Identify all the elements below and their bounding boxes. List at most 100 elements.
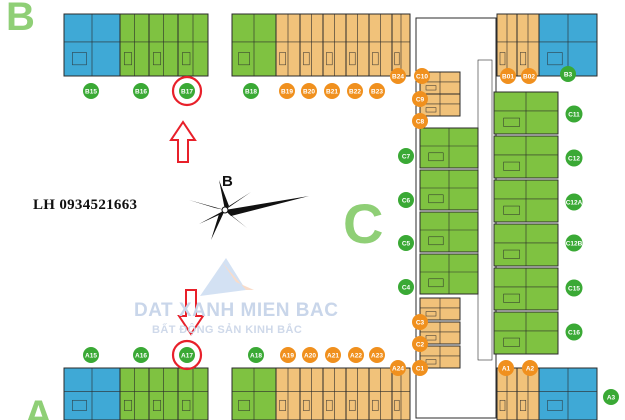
unit-bottom-1 [119, 367, 150, 420]
unit-top-10 [391, 13, 411, 77]
unit-label: A18 [250, 352, 262, 359]
badge-B3: B3 [560, 66, 576, 82]
badge-A19: A19 [280, 347, 296, 363]
unit-c-right-5 [493, 311, 559, 355]
unit-c-right-1 [493, 135, 559, 179]
unit-label: C6 [402, 197, 411, 204]
badge-B20: B20 [301, 83, 317, 99]
unit-label: B21 [326, 88, 338, 95]
unit-c-right-4 [493, 267, 559, 311]
badge-C7: C7 [398, 148, 414, 164]
badge-C1: C1 [412, 360, 428, 376]
badge-C11: C11 [565, 105, 583, 123]
unit-label: A17 [181, 352, 193, 359]
badge-A20: A20 [302, 347, 318, 363]
unit-top-3 [177, 13, 209, 77]
unit-c-left-3 [419, 169, 479, 211]
unit-top-0 [63, 13, 121, 77]
unit-top-4 [231, 13, 277, 77]
unit-bottom-12 [516, 367, 540, 420]
badge-C8: C8 [412, 113, 428, 129]
unit-label: A21 [327, 352, 339, 359]
unit-c-right-0 [493, 91, 559, 135]
unit-label: C12A [566, 199, 583, 206]
badge-B15: B15 [83, 83, 99, 99]
unit-label: B23 [371, 88, 383, 95]
unit-label: C8 [416, 118, 425, 125]
badge-C3: C3 [412, 314, 428, 330]
unit-bottom-10 [391, 367, 411, 420]
unit-top-2 [148, 13, 179, 77]
badge-B17: B17 [171, 75, 203, 107]
unit-label: B3 [564, 71, 573, 78]
block-c-letter: C [343, 192, 383, 255]
unit-label: B01 [502, 73, 514, 80]
badge-C9: C9 [412, 91, 428, 107]
badge-B22: B22 [347, 83, 363, 99]
unit-label: B16 [135, 88, 147, 95]
highlight-ring [171, 339, 203, 371]
unit-bottom-8 [345, 367, 370, 420]
unit-label: B18 [245, 88, 257, 95]
compass-label: B [222, 173, 233, 190]
unit-label: B19 [281, 88, 293, 95]
unit-top-12 [516, 13, 540, 77]
badge-B23: B23 [369, 83, 385, 99]
unit-top-13 [538, 13, 598, 77]
unit-label: B15 [85, 88, 97, 95]
watermark-tagline: BẤT ĐỘNG SẢN KINH BẮC [152, 324, 303, 336]
badge-A15: A15 [83, 347, 99, 363]
unit-label: C7 [402, 153, 411, 160]
badge-C12: C12 [565, 149, 583, 167]
unit-top-1 [119, 13, 150, 77]
watermark-company-name: DAT XANH MIEN BAC [134, 300, 339, 321]
badge-C5: C5 [398, 235, 414, 251]
block-b-letter: B [6, 0, 35, 39]
unit-label: A22 [350, 352, 362, 359]
badge-C2: C2 [412, 336, 428, 352]
unit-top-6 [299, 13, 324, 77]
badge-C12B: C12B [565, 234, 583, 252]
unit-label: C11 [568, 111, 580, 118]
unit-label: C5 [402, 240, 411, 247]
unit-label: B20 [303, 88, 315, 95]
badge-C6: C6 [398, 192, 414, 208]
badge-A18: A18 [248, 347, 264, 363]
unit-top-9 [368, 13, 393, 77]
badge-A2: A2 [522, 360, 538, 376]
unit-c-right-2 [493, 179, 559, 223]
unit-c-left-4 [419, 211, 479, 253]
watermark-logo-icon [200, 258, 254, 296]
unit-label: A2 [526, 365, 535, 372]
compass-icon [189, 180, 309, 240]
unit-label: A23 [371, 352, 383, 359]
unit-c-left-5 [419, 253, 479, 295]
badge-A1: A1 [498, 360, 514, 376]
badge-C12A: C12A [565, 193, 583, 211]
unit-bottom-9 [368, 367, 393, 420]
unit-label: C10 [416, 73, 428, 80]
badge-A3: A3 [603, 389, 619, 405]
unit-c-left-7 [419, 321, 461, 345]
unit-label: C2 [416, 341, 425, 348]
badge-C10: C10 [414, 68, 430, 84]
unit-bottom-2 [148, 367, 179, 420]
unit-label: C15 [568, 285, 580, 292]
unit-c-left-6 [419, 297, 461, 321]
unit-top-8 [345, 13, 370, 77]
unit-label: C1 [416, 365, 425, 372]
unit-label: B17 [181, 88, 193, 95]
contact-phone: LH 0934521663 [33, 197, 138, 213]
badge-C4: C4 [398, 279, 414, 295]
unit-label: C4 [402, 284, 411, 291]
badge-B24: B24 [390, 68, 406, 84]
block-a-letter: A [24, 393, 53, 420]
badge-B19: B19 [279, 83, 295, 99]
badge-C16: C16 [565, 323, 583, 341]
unit-label: B02 [523, 73, 535, 80]
arrow-up-icon [169, 120, 197, 163]
unit-bottom-13 [538, 367, 598, 420]
unit-label: A15 [85, 352, 97, 359]
unit-label: A20 [304, 352, 316, 359]
